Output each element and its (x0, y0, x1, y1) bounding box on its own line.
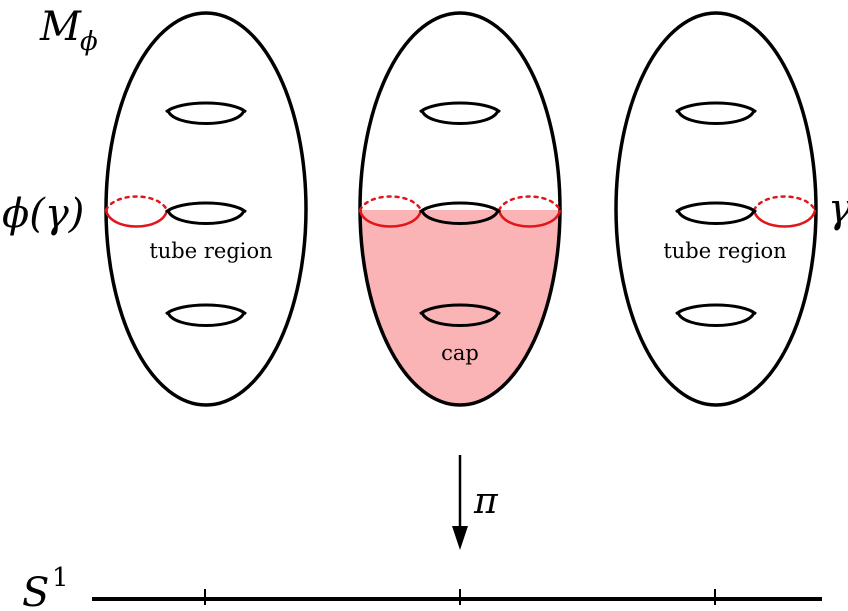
projection-label: π (473, 481, 499, 522)
torus-hole-icon (419, 303, 501, 327)
right-region-label: tube region (663, 239, 786, 263)
left-surface-outline (104, 11, 308, 407)
left-curve-dotted (104, 195, 169, 212)
right-surface-outline (614, 11, 818, 407)
torus-hole-icon (165, 303, 247, 327)
torus-hole-icon (675, 201, 757, 225)
base-superscript: 1 (52, 563, 69, 593)
torus-hole-icon (675, 303, 757, 327)
left-surface: tube region (104, 11, 308, 407)
torus-hole-icon (419, 201, 501, 225)
cap-region (360, 210, 560, 406)
right-surface: tube region (614, 11, 818, 407)
torus-hole-icon (165, 101, 247, 125)
torus-hole-icon (419, 101, 501, 125)
middle-curve-right-dotted (497, 195, 562, 212)
middle-curve-right-solid (497, 209, 562, 228)
left-region-label: tube region (149, 239, 272, 263)
middle-region-label: cap (441, 341, 479, 365)
right-curve-solid (752, 209, 817, 228)
total-space-subscript: ϕ (80, 27, 98, 57)
right-curve-dotted (752, 195, 817, 212)
left-curve-label: ϕ(γ) (2, 191, 84, 237)
torus-hole-icon (165, 201, 247, 225)
base-label: S (22, 570, 49, 611)
right-curve-label: γ (828, 186, 848, 232)
left-curve-solid (104, 209, 169, 228)
middle-surface: cap (358, 11, 562, 407)
middle-curve-left-solid (358, 209, 423, 228)
middle-curve-left-dotted (358, 195, 423, 212)
torus-hole-icon (675, 101, 757, 125)
down-arrow-icon (452, 455, 468, 550)
total-space-label: M (39, 4, 82, 50)
